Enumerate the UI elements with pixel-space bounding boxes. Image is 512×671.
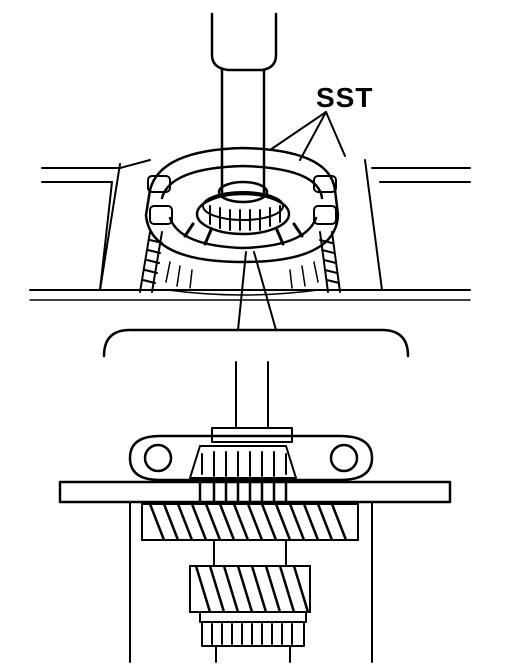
zoom-leader (237, 251, 277, 331)
sst-callout-leaders (269, 111, 346, 161)
case-flange (29, 159, 471, 301)
puller-plate (144, 146, 340, 264)
upper-perspective-view (29, 12, 471, 331)
puller-bar (128, 434, 374, 482)
bottom-bearing (199, 611, 307, 663)
sst-label: SST (316, 82, 374, 113)
zoom-bracket (102, 328, 410, 358)
shaft (213, 539, 287, 567)
press-ram (210, 12, 278, 204)
main-gear (141, 503, 359, 541)
lower-ram (211, 361, 293, 443)
lower-gear (189, 565, 311, 613)
left-bolt (139, 175, 173, 293)
lower-section-view (58, 361, 452, 663)
upper-gear (165, 261, 319, 296)
upper-bearing (202, 191, 284, 231)
lower-bearing (189, 445, 297, 479)
base-plate (58, 480, 452, 504)
case-body (129, 501, 373, 663)
right-bolt (313, 175, 341, 293)
